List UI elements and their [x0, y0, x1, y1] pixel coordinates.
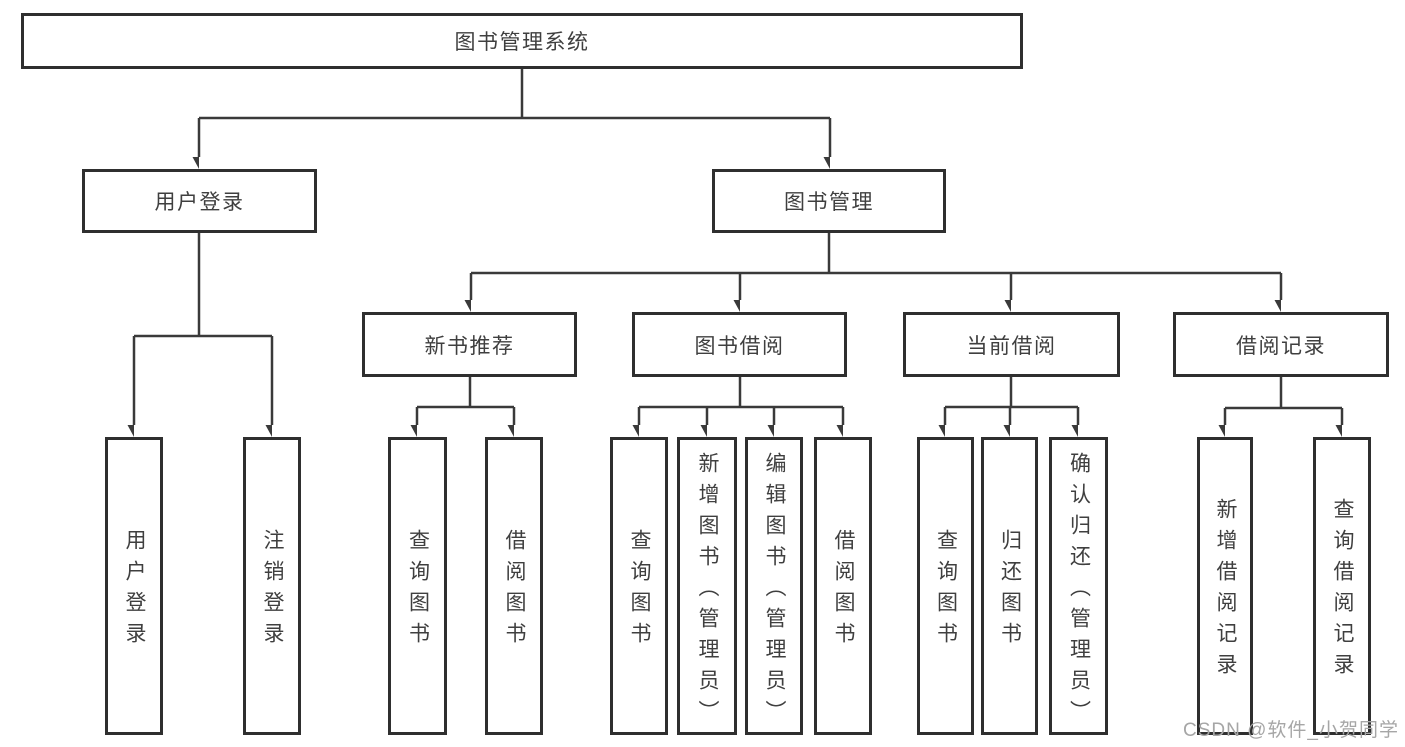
leaf-query-borrow-record: 查询借阅记录	[1313, 437, 1371, 735]
node-book-borrow: 图书借阅	[632, 312, 847, 377]
leaf-add-borrow-record: 新增借阅记录	[1197, 437, 1253, 735]
node-new-book-recommend-label: 新书推荐	[424, 334, 515, 358]
leaf-user-login: 用户登录	[105, 437, 163, 735]
leaf-query-borrow-record-label: 查询借阅记录	[1331, 498, 1354, 684]
node-user-login-label: 用户登录	[154, 191, 245, 214]
leaf-current-query-books: 查询图书	[917, 437, 974, 735]
leaf-edit-books-admin: 编辑图书（管理员）	[745, 437, 803, 735]
leaf-add-borrow-record-label: 新增借阅记录	[1214, 498, 1237, 684]
csdn-watermark: CSDN @软件_小贺同学	[1183, 720, 1399, 741]
leaf-current-query-books-label: 查询图书	[934, 529, 958, 653]
node-new-book-recommend: 新书推荐	[362, 312, 577, 377]
leaf-edit-books-admin-label: 编辑图书（管理员）	[763, 451, 786, 731]
leaf-user-login-label: 用户登录	[123, 529, 146, 653]
node-current-borrow-label: 当前借阅	[966, 334, 1057, 358]
leaf-logout-label: 注销登录	[261, 529, 284, 653]
leaf-borrow-books: 借阅图书	[814, 437, 872, 735]
leaf-return-books-label: 归还图书	[998, 529, 1022, 653]
leaf-borrow-books-label: 借阅图书	[832, 529, 855, 653]
leaf-add-books-admin: 新增图书（管理员）	[677, 437, 737, 735]
leaf-confirm-return-admin-label: 确认归还（管理员）	[1067, 451, 1091, 731]
node-borrow-records-label: 借阅记录	[1236, 334, 1326, 358]
leaf-recommend-borrow-books: 借阅图书	[485, 437, 543, 735]
leaf-recommend-borrow-books-label: 借阅图书	[503, 529, 526, 653]
leaf-add-books-admin-label: 新增图书（管理员）	[696, 451, 719, 731]
node-book-borrow-label: 图书借阅	[694, 334, 785, 358]
leaf-recommend-query-books-label: 查询图书	[406, 529, 430, 653]
node-borrow-records: 借阅记录	[1173, 312, 1389, 377]
node-root-label: 图书管理系统	[454, 31, 590, 54]
leaf-borrow-query-books: 查询图书	[610, 437, 668, 735]
leaf-logout: 注销登录	[243, 437, 301, 735]
leaf-return-books: 归还图书	[981, 437, 1038, 735]
leaf-confirm-return-admin: 确认归还（管理员）	[1049, 437, 1108, 735]
leaf-borrow-query-books-label: 查询图书	[628, 529, 651, 653]
node-current-borrow: 当前借阅	[903, 312, 1120, 377]
node-user-login: 用户登录	[82, 169, 317, 233]
node-book-management-label: 图书管理	[784, 191, 874, 214]
node-book-management: 图书管理	[712, 169, 946, 233]
node-root: 图书管理系统	[21, 13, 1023, 69]
leaf-recommend-query-books: 查询图书	[388, 437, 447, 735]
